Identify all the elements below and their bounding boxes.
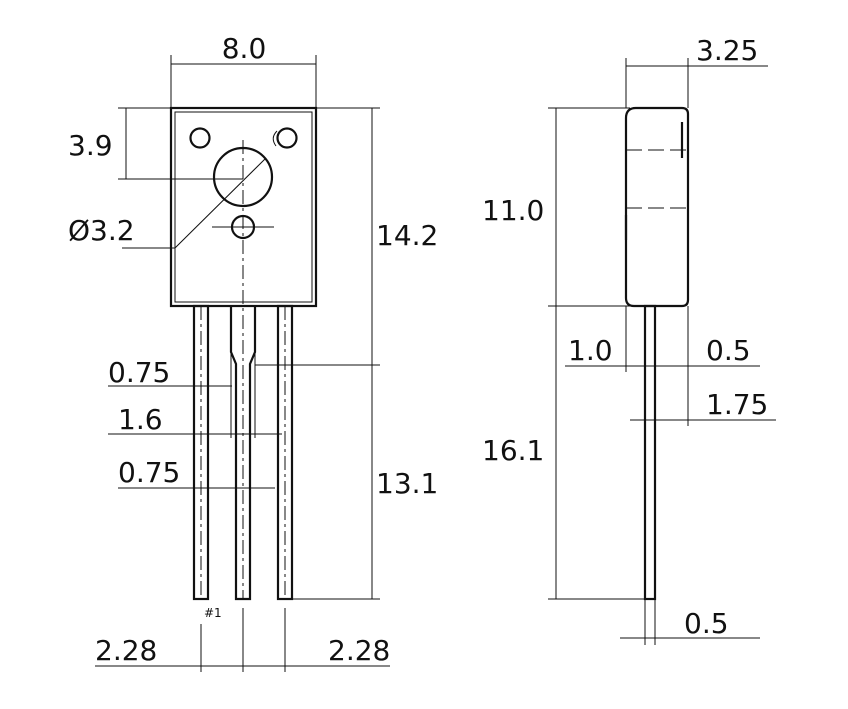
dim-lead-to-back: 1.75 — [706, 388, 768, 421]
front-body-outline — [169, 106, 318, 308]
dim-total-height: 14.2 — [376, 219, 438, 252]
dim-lead-thickness-top: 0.5 — [706, 334, 751, 367]
front-view: 8.0 3.9 Ø3.2 14.2 13.1 0.75 1.6 0.75 #1 — [68, 32, 438, 672]
dim-lead-center-width: 1.6 — [118, 403, 163, 436]
dim-lead-width-center: 0.75 — [118, 456, 180, 489]
hole-right-arc — [272, 130, 278, 147]
dim-lead-width-left: 0.75 — [108, 356, 170, 389]
dim-pitch-left: 2.28 — [95, 634, 157, 667]
dim-body-height: 11.0 — [482, 194, 544, 227]
dim-body-width: 8.0 — [222, 32, 267, 65]
lead-2 — [229, 306, 257, 601]
dim-pitch-right: 2.28 — [328, 634, 390, 667]
side-body-outline — [624, 106, 690, 308]
diameter-leader — [174, 157, 267, 249]
dim-lead-offset: 1.0 — [568, 334, 613, 367]
dim-hole-diameter: Ø3.2 — [68, 214, 135, 247]
side-view: 3.25 11.0 16.1 1.0 0.5 1.75 0.5 — [482, 34, 776, 645]
dim-lead-thickness-bottom: 0.5 — [684, 607, 729, 640]
pin-1-marker: #1 — [204, 606, 222, 620]
dim-hole-offset: 3.9 — [68, 129, 113, 162]
small-hole-left — [189, 127, 211, 149]
dim-body-thickness: 3.25 — [696, 34, 758, 67]
side-lead — [643, 304, 657, 601]
dim-lead-length: 13.1 — [376, 467, 438, 500]
small-hole-right — [276, 127, 298, 149]
dim-side-lead-length: 16.1 — [482, 434, 544, 467]
